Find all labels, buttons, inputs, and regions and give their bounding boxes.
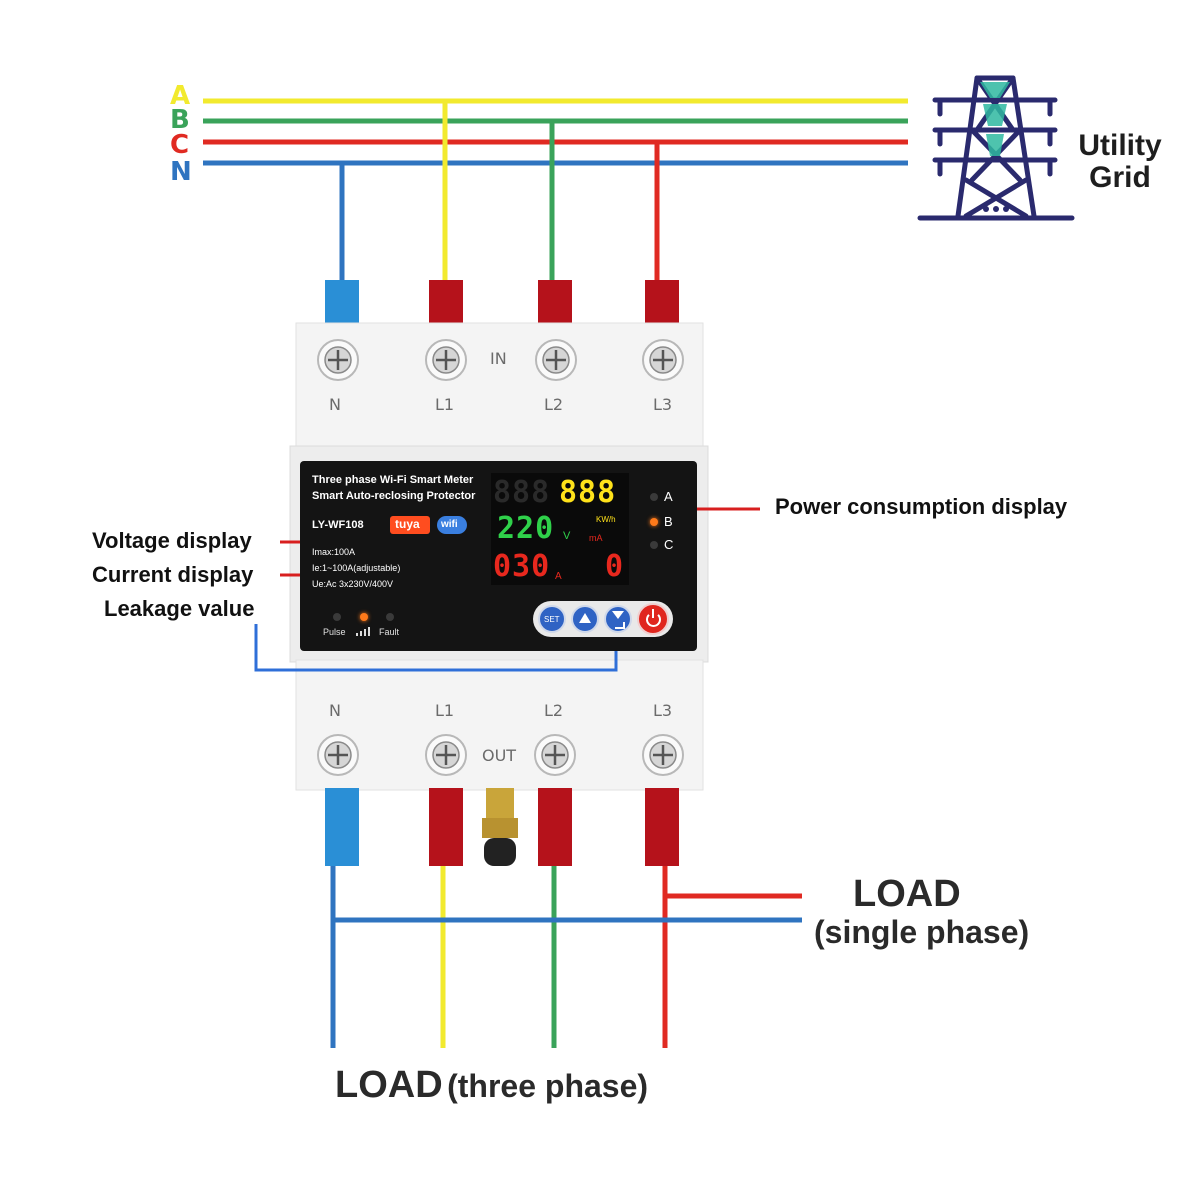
device-model: LY-WF108 xyxy=(312,519,364,531)
callout-current: Current display xyxy=(92,562,254,587)
terminal-screw-top-l2 xyxy=(535,339,577,381)
phase-letter-c: C xyxy=(170,130,190,160)
wifi-badge: wifi xyxy=(437,516,467,534)
up-button[interactable] xyxy=(571,605,599,633)
device-front-panel: Three phase Wi-Fi Smart Meter Smart Auto… xyxy=(300,461,697,651)
terminal-label-top-n: N xyxy=(329,395,341,414)
power-ghost-digits: 888 xyxy=(493,475,551,510)
set-button[interactable]: SET xyxy=(538,605,566,633)
utility-grid-line2: Grid xyxy=(1089,161,1151,194)
down-button[interactable] xyxy=(604,605,632,633)
device-title-line2: Smart Auto-reclosing Protector xyxy=(312,490,476,502)
terminal-label-top-l3: L3 xyxy=(653,395,673,414)
antenna-connector xyxy=(482,788,518,866)
fault-label: Fault xyxy=(379,627,400,637)
callout-leakage: Leakage value xyxy=(104,596,255,621)
phase-dot-c xyxy=(650,541,658,549)
device-body-top xyxy=(295,322,704,449)
wifi-signal-icon xyxy=(615,622,625,629)
terminal-label-bottom-l3: L3 xyxy=(653,701,673,720)
current-value-display: 030 xyxy=(493,549,551,584)
pulse-label: Pulse xyxy=(323,627,346,637)
device-spec-ue: Ue:Ac 3x230V/400V xyxy=(312,579,394,589)
signal-bars-icon xyxy=(356,627,370,636)
phase-indicator-a: A xyxy=(664,489,673,504)
phase-letter-a: A xyxy=(170,81,191,111)
terminal-screw-bottom-l1 xyxy=(425,734,467,776)
device-title-line1: Three phase Wi-Fi Smart Meter xyxy=(312,474,474,486)
current-unit: A xyxy=(555,571,562,582)
terminal-out-label: OUT xyxy=(482,746,517,765)
terminal-label-bottom-n: N xyxy=(329,701,341,720)
callout-power-consumption: Power consumption display xyxy=(775,494,1068,519)
signal-led xyxy=(360,613,368,621)
pulse-led xyxy=(333,613,341,621)
lcd-display: 888 888 KW/h 220 V mA 030 A 0 xyxy=(491,473,629,585)
device-body-bottom xyxy=(295,659,704,791)
power-tower-accent xyxy=(980,82,1010,156)
terminal-screw-top-l3 xyxy=(642,339,684,381)
wire-end-bottom-l3 xyxy=(645,788,679,866)
phase-dot-a xyxy=(650,493,658,501)
power-button[interactable] xyxy=(637,603,669,635)
tuya-badge: tuya xyxy=(390,516,430,534)
tower-dots xyxy=(983,206,1009,212)
down-arrow-icon xyxy=(612,611,624,619)
tuya-badge-label: tuya xyxy=(395,517,420,531)
utility-grid-line1: Utility xyxy=(1078,129,1162,162)
leak-value-display: 0 xyxy=(605,549,625,584)
terminal-in-label: IN xyxy=(490,349,507,368)
leak-unit: mA xyxy=(589,533,603,543)
load-single-title: LOAD xyxy=(853,873,961,915)
device-spec-imax: Imax:100A xyxy=(312,547,356,557)
phase-letter-b: B xyxy=(170,105,190,135)
phase-letter-n: N xyxy=(170,157,192,187)
wire-end-top-l3 xyxy=(645,280,679,325)
terminal-label-top-l1: L1 xyxy=(435,395,455,414)
terminal-label-bottom-l2: L2 xyxy=(544,701,564,720)
terminal-screw-bottom-n xyxy=(317,734,359,776)
terminal-screw-bottom-l3 xyxy=(642,734,684,776)
terminal-label-bottom-l1: L1 xyxy=(435,701,455,720)
callout-voltage: Voltage display xyxy=(92,528,252,553)
terminal-screw-top-l1 xyxy=(425,339,467,381)
load-three-subtitle: (three phase) xyxy=(447,1068,649,1104)
load-three-title: LOAD xyxy=(335,1064,443,1106)
wire-end-bottom-n xyxy=(325,788,359,866)
fault-led xyxy=(386,613,394,621)
up-arrow-icon xyxy=(579,613,591,623)
power-unit: KW/h xyxy=(596,515,616,524)
terminal-screw-top-n xyxy=(317,339,359,381)
device-spec-ie: Ie:1~100A(adjustable) xyxy=(312,563,401,573)
phase-indicator-b: B xyxy=(664,514,673,529)
power-icon-bar xyxy=(652,609,654,618)
wire-end-top-l1 xyxy=(429,280,463,325)
phase-dot-b xyxy=(650,518,658,526)
wire-end-bottom-l2 xyxy=(538,788,572,866)
terminal-screw-bottom-l2 xyxy=(534,734,576,776)
load-single-subtitle: (single phase) xyxy=(814,914,1030,950)
wifi-badge-label: wifi xyxy=(441,519,458,530)
set-button-label: SET xyxy=(544,615,560,624)
utility-grid-label: Utility Grid xyxy=(1070,130,1170,194)
power-icon xyxy=(646,612,661,627)
phase-indicator-c: C xyxy=(664,537,674,552)
terminal-label-top-l2: L2 xyxy=(544,395,564,414)
wire-end-top-l2 xyxy=(538,280,572,325)
power-value-display: 888 xyxy=(559,475,617,510)
voltage-value-display: 220 xyxy=(497,511,555,546)
voltage-unit: V xyxy=(563,530,571,542)
wire-end-bottom-l1 xyxy=(429,788,463,866)
load-three-label: LOAD (three phase) xyxy=(335,1064,648,1107)
wire-end-top-n xyxy=(325,280,359,325)
